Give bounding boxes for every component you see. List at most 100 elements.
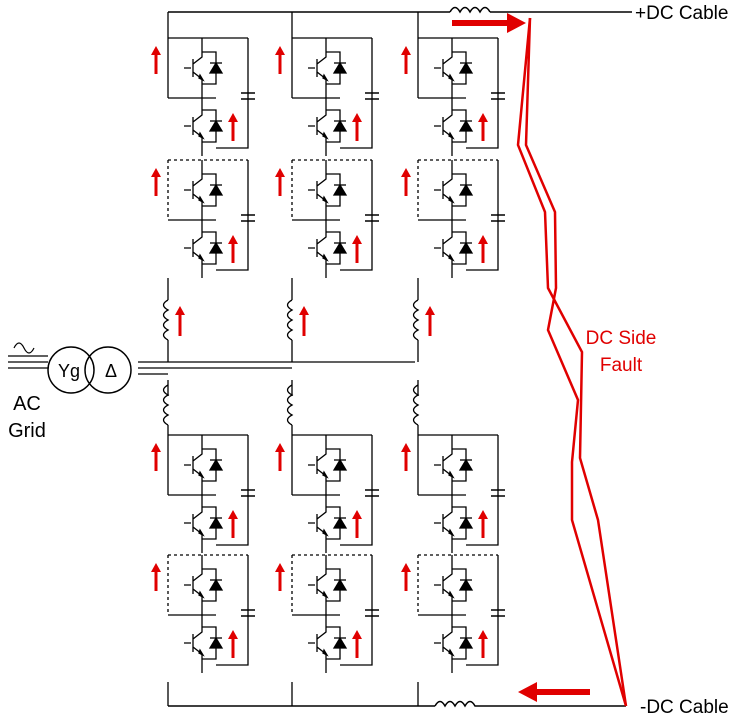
dc-side-fault [516,17,628,707]
submodule-pair [151,434,255,553]
ac-grid-label-line1: AC [13,393,41,415]
submodule-pair [401,554,505,673]
submodule-pair [151,554,255,673]
igbt-upper [184,448,224,482]
igbt-lower [308,231,348,265]
igbt-lower [184,626,224,660]
current-arrow-head [228,235,238,244]
transformer-secondary-label: Δ [105,361,117,381]
current-arrow-head [275,46,285,55]
arm-inductor-upper [162,299,170,341]
capacitor [365,489,379,497]
arm-inductor-lower [162,384,170,426]
current-arrow-head [275,563,285,572]
igbt-lower [434,506,474,540]
submodule-pair [275,554,379,673]
igbt-upper [184,568,224,602]
current-arrow-head [352,510,362,519]
igbt-lower [434,231,474,265]
minus-dc-cable-label: -DC Cable [640,697,729,718]
transformer-primary-winding [47,346,95,394]
arm-current-arrow-head [175,306,185,315]
arm-inductor-upper [286,299,294,341]
capacitor [491,214,505,222]
igbt-upper [184,173,224,207]
current-arrow-head [151,46,161,55]
current-arrow-head [401,443,411,452]
current-arrow-head [352,113,362,122]
phase-leg [401,12,505,706]
transformer: Yg Δ [47,346,168,394]
ac-feeder-lines [138,361,168,375]
submodule-pair [401,434,505,553]
current-arrow-head [352,235,362,244]
capacitor [241,609,255,617]
igbt-lower [308,626,348,660]
capacitor [491,609,505,617]
ac-grid: AC Grid [8,342,48,442]
igbt-upper [308,51,348,85]
fault-current-arrow-bottom [518,682,590,702]
igbt-upper [308,173,348,207]
current-arrow-head [478,510,488,519]
current-arrow-head [478,113,488,122]
submodule-pair [275,434,379,553]
igbt-lower [308,109,348,143]
fault-zigzag-inner [524,17,628,707]
current-arrow-head [151,563,161,572]
igbt-lower [434,109,474,143]
submodule-pair [275,159,379,278]
igbt-upper [184,51,224,85]
current-arrow-head [275,443,285,452]
fault-label-line2: Fault [600,355,643,376]
current-arrow-head [151,168,161,177]
igbt-upper [434,448,474,482]
current-arrow-head [401,563,411,572]
arm-inductor-upper [412,299,420,341]
current-arrow-head [228,113,238,122]
current-arrow-head [478,630,488,639]
capacitor [491,489,505,497]
fault-label-line1: DC Side [586,328,657,349]
igbt-upper [308,448,348,482]
current-arrow-head [352,630,362,639]
ac-phase-bus [168,361,415,369]
igbt-upper [434,568,474,602]
submodule-pair [401,37,505,156]
fault-current-arrow-top [452,13,526,33]
current-arrow-head [478,235,488,244]
igbt-lower [184,231,224,265]
capacitor [241,92,255,100]
arm-inductor-lower [286,384,294,426]
submodule-pair [151,37,255,156]
phase-leg [151,12,255,706]
current-arrow-head [228,510,238,519]
phase-legs [151,12,505,706]
dc-bus [168,6,632,708]
igbt-lower [434,626,474,660]
capacitor [365,214,379,222]
submodule-pair [275,37,379,156]
igbt-lower [308,506,348,540]
arm-inductor-lower [412,384,420,426]
submodule-pair [151,159,255,278]
igbt-lower [184,506,224,540]
transformer-secondary-winding [84,346,132,394]
fault-zigzag-outer [516,17,628,707]
transformer-primary-label: Yg [58,361,80,381]
plus-dc-cable-label: +DC Cable [635,3,728,24]
bottom-cable-inductor [434,700,480,708]
capacitor [491,92,505,100]
arm-current-arrow-head [425,306,435,315]
top-cable-inductor [449,6,491,14]
capacitor [241,489,255,497]
capacitor [241,214,255,222]
ac-source-icon [8,342,48,369]
fault-current-arrows [452,13,590,702]
igbt-upper [308,568,348,602]
current-arrow-head [151,443,161,452]
submodule-pair [401,159,505,278]
igbt-upper [434,51,474,85]
capacitor [365,609,379,617]
